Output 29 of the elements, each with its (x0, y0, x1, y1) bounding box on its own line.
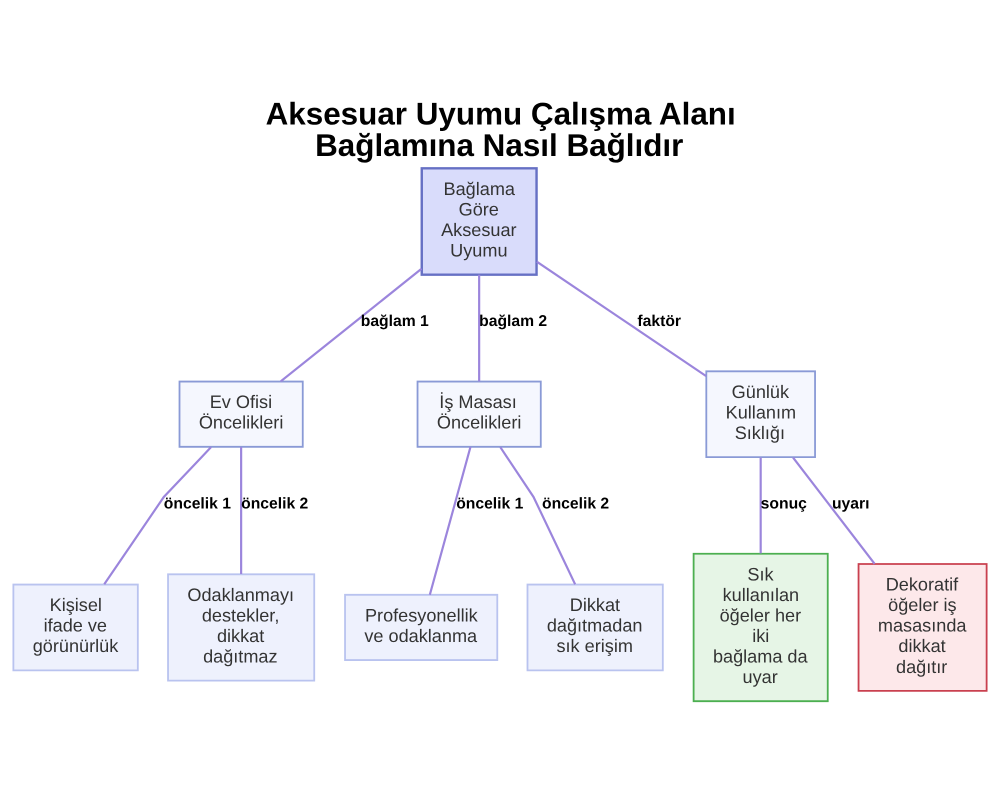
node-box: Dekoratif öğeler iş masasında dikkat dağıtır (858, 563, 988, 692)
connector (792, 456, 876, 564)
node-box: Odaklanmayı destekler, dikkat dağıtmaz (167, 573, 316, 682)
diagram-title: Aksesuar Uyumu Çalışma Alanı Bağlamına Nasıl Bağlıdır (266, 96, 736, 164)
node-box: İş Masası Öncelikleri (416, 380, 542, 448)
edge-label: öncelik 1 (456, 495, 524, 512)
connector (240, 446, 242, 574)
node-box: Bağlama Göre Aksesuar Uyumu (420, 167, 538, 276)
edge-label: faktör (637, 312, 682, 330)
node-box: Profesyonellik ve odaklanma (344, 594, 498, 661)
node-box: Dikkat dağıtmadan sık erişim (526, 584, 664, 672)
edge-label: öncelik 2 (542, 495, 610, 512)
node-box: Sık kullanılan öğeler her iki bağlama da uyar (692, 552, 829, 702)
edge-label: sonuç (760, 495, 807, 512)
node-box: Kişisel ifade ve görünürlük (12, 584, 139, 672)
connector (103, 446, 212, 585)
edge-label: bağlam 1 (360, 312, 429, 330)
edge-label: öncelik 1 (164, 495, 231, 512)
connector (536, 260, 707, 377)
connector (760, 458, 762, 554)
node-box: Ev Ofisi Öncelikleri (178, 380, 304, 448)
edge-label: uyarı (832, 495, 870, 512)
edge-label: öncelik 2 (241, 495, 308, 512)
edge-label: bağlam 2 (479, 312, 548, 330)
node-box: Günlük Kullanım Sıklığı (705, 370, 816, 458)
connector (280, 268, 422, 382)
connector (428, 446, 472, 596)
connector (478, 274, 480, 382)
connector (499, 446, 576, 585)
